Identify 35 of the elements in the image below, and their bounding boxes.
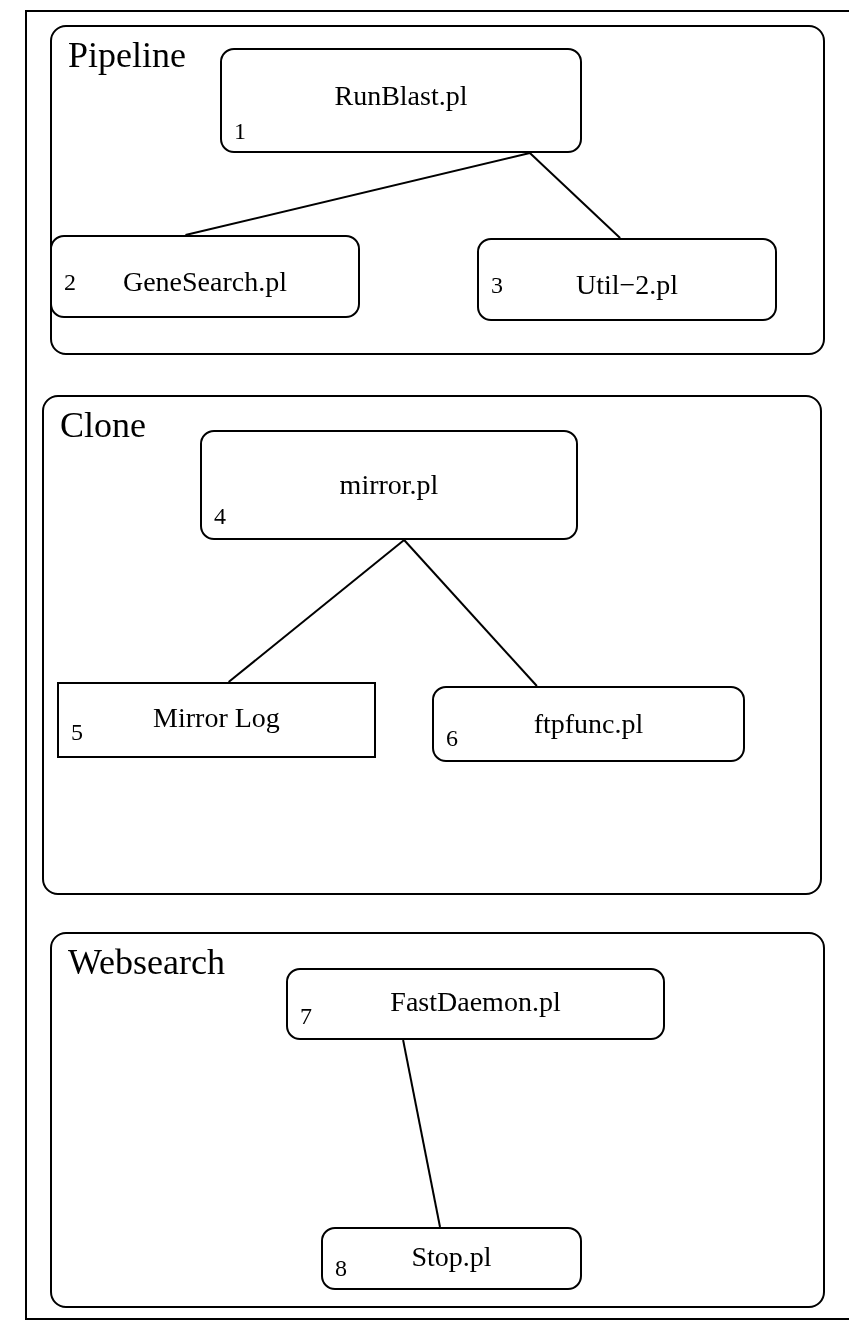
- connector-line: [528, 152, 622, 239]
- script-name: RunBlast.pl: [334, 81, 468, 110]
- group-frame: [42, 395, 822, 895]
- script-box: [321, 1227, 582, 1290]
- script-box: [432, 686, 745, 762]
- node-number: 4: [214, 504, 226, 528]
- script-name: FastDaemon.pl: [390, 988, 561, 1016]
- data-box: [57, 682, 376, 758]
- script-name: Stop.pl: [411, 1242, 492, 1271]
- node-number: 5: [71, 720, 83, 744]
- script-box: [477, 238, 777, 321]
- script-name: mirror.pl: [339, 471, 439, 499]
- node-number: 6: [446, 726, 458, 750]
- connector-line: [402, 1039, 441, 1228]
- group-title: Clone: [60, 407, 146, 443]
- script-box: [286, 968, 665, 1040]
- node-number: 7: [300, 1004, 312, 1028]
- group-frame: [50, 932, 825, 1308]
- connector-line: [184, 152, 531, 236]
- script-box: [200, 430, 578, 540]
- script-name: ftpfunc.pl: [533, 710, 644, 738]
- script-box: [220, 48, 582, 153]
- node-number: 2: [64, 270, 76, 294]
- script-name: GeneSearch.pl: [122, 267, 287, 296]
- script-name: Mirror Log: [153, 704, 280, 732]
- group-title: Websearch: [68, 944, 225, 980]
- node-number: 1: [234, 119, 246, 143]
- connector-line: [227, 539, 406, 683]
- script-box: [50, 235, 360, 318]
- group-frame: [50, 25, 825, 355]
- group-title: Pipeline: [68, 37, 186, 73]
- connector-line: [403, 539, 538, 687]
- node-number: 3: [491, 273, 503, 297]
- script-name: Util−2.pl: [575, 270, 679, 299]
- node-number: 8: [335, 1256, 347, 1280]
